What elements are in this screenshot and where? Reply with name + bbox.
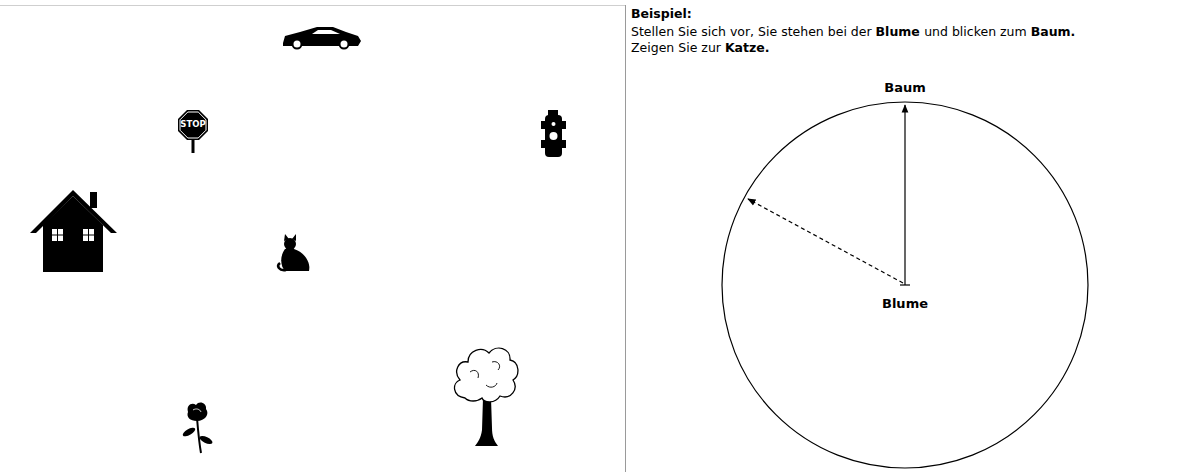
instruction-text: Zeigen Sie zur Katze. xyxy=(631,40,770,55)
traffic-light-icon xyxy=(541,110,566,157)
word: Sie xyxy=(678,24,701,39)
word: zur xyxy=(701,40,725,55)
word: vor, xyxy=(730,24,758,39)
word: Blume xyxy=(876,24,925,39)
panel-border xyxy=(0,5,625,6)
word: stehen xyxy=(781,24,828,39)
word: sich xyxy=(701,24,730,39)
word: Zeigen xyxy=(631,40,678,55)
word: der xyxy=(851,24,876,39)
cat-icon xyxy=(278,234,309,271)
panel-border xyxy=(625,5,626,472)
word: Stellen xyxy=(631,24,678,39)
sign-text: STOP xyxy=(180,119,205,129)
word: bei xyxy=(828,24,851,39)
word: Sie xyxy=(758,24,781,39)
word: Katze. xyxy=(725,40,770,55)
word: Baum. xyxy=(1031,24,1076,39)
house-icon xyxy=(30,190,117,272)
tree-icon xyxy=(455,348,518,446)
direction-label: Baum xyxy=(884,80,925,96)
flower-icon xyxy=(181,402,213,453)
word: blicken xyxy=(952,24,1000,39)
car-icon xyxy=(283,27,361,49)
direction-circle xyxy=(722,102,1088,468)
stop-sign-icon xyxy=(178,110,208,153)
instruction-text: Stellen Sie sich vor, Sie stehen bei der… xyxy=(631,24,1075,39)
facing-arrow xyxy=(904,105,905,285)
word: Sie xyxy=(678,40,701,55)
position-label: Blume xyxy=(882,296,928,312)
pointing-arrow xyxy=(748,199,903,283)
word: zum xyxy=(1000,24,1031,39)
origin-tick xyxy=(900,284,910,285)
word: und xyxy=(924,24,952,39)
example-heading: Beispiel: xyxy=(631,6,692,21)
